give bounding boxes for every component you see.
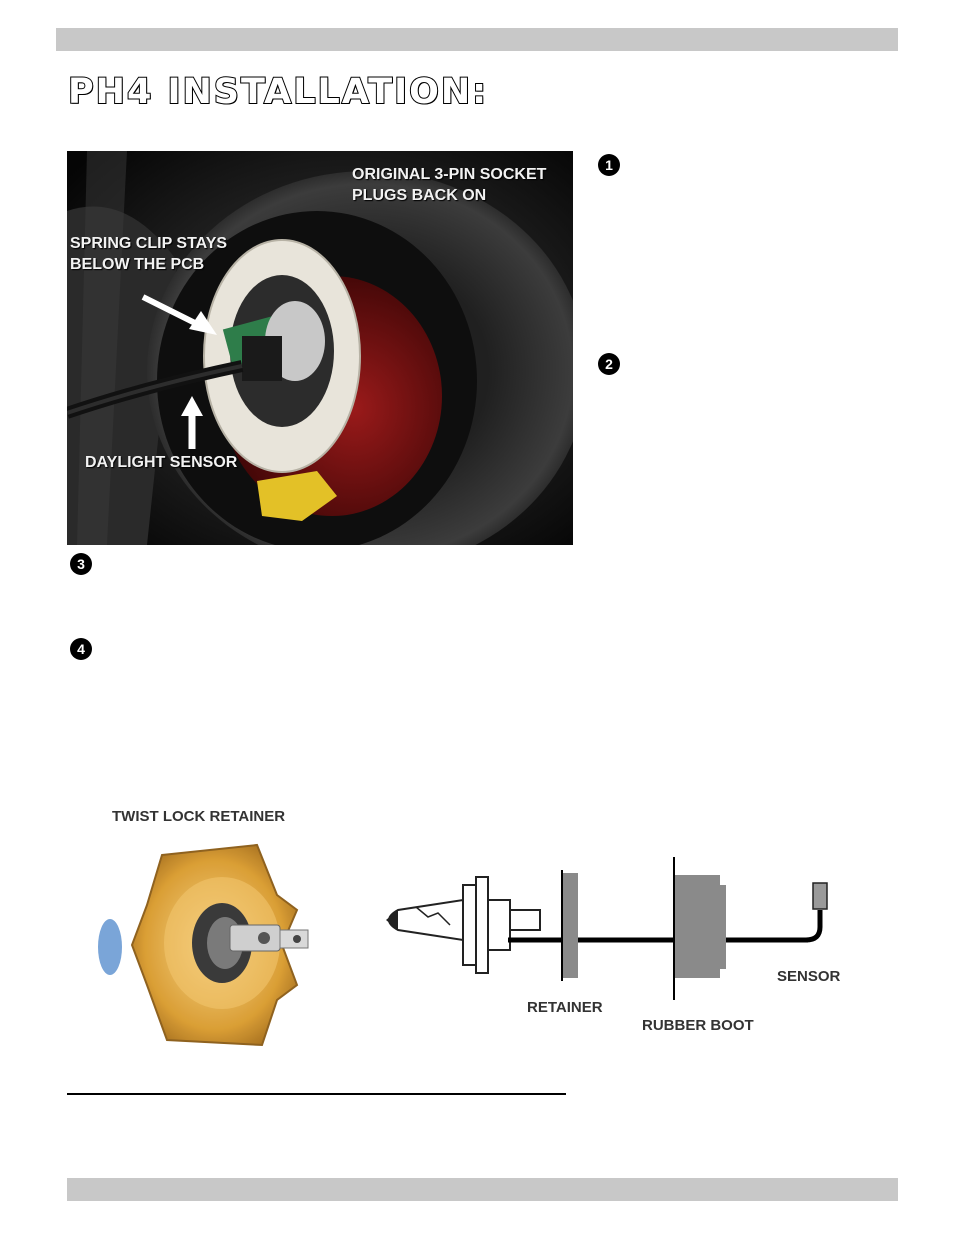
step-1-marker: 1 xyxy=(598,154,620,176)
sensor-callout: DAYLIGHT SENSOR xyxy=(85,454,238,471)
socket-callout-line-1: ORIGINAL 3-PIN SOCKET xyxy=(352,166,547,183)
rubber-boot-shape xyxy=(674,875,720,978)
retainer-label: RETAINER xyxy=(527,999,603,1016)
bulb-connector xyxy=(509,909,541,931)
step-2-marker: 2 xyxy=(598,353,620,375)
bulb-glass xyxy=(388,898,464,942)
step-4-marker: 4 xyxy=(70,638,92,660)
installation-photo: ORIGINAL 3-PIN SOCKET PLUGS BACK ON SPRI… xyxy=(67,151,573,545)
horizontal-rule xyxy=(67,1093,566,1095)
footer-bar xyxy=(67,1178,898,1201)
sensor-label: SENSOR xyxy=(777,968,841,985)
installation-schematic xyxy=(386,857,828,1000)
sensor-head xyxy=(812,882,828,910)
twist-lock-label: TWIST LOCK RETAINER xyxy=(112,808,286,825)
headlight-socket-illustration xyxy=(67,151,573,545)
clip-callout-line-1: SPRING CLIP STAYS xyxy=(70,235,228,252)
step-3-marker: 3 xyxy=(70,553,92,575)
page-title: PH4 INSTALLATION: xyxy=(67,71,489,113)
twist-lock-retainer-image xyxy=(92,835,354,1053)
header-bar xyxy=(56,28,898,51)
clip-callout-line-2: BELOW THE PCB xyxy=(70,256,205,273)
socket-callout-line-2: PLUGS BACK ON xyxy=(352,187,487,204)
retainer-shape xyxy=(562,873,578,978)
rubber-boot-label: RUBBER BOOT xyxy=(642,1017,754,1034)
